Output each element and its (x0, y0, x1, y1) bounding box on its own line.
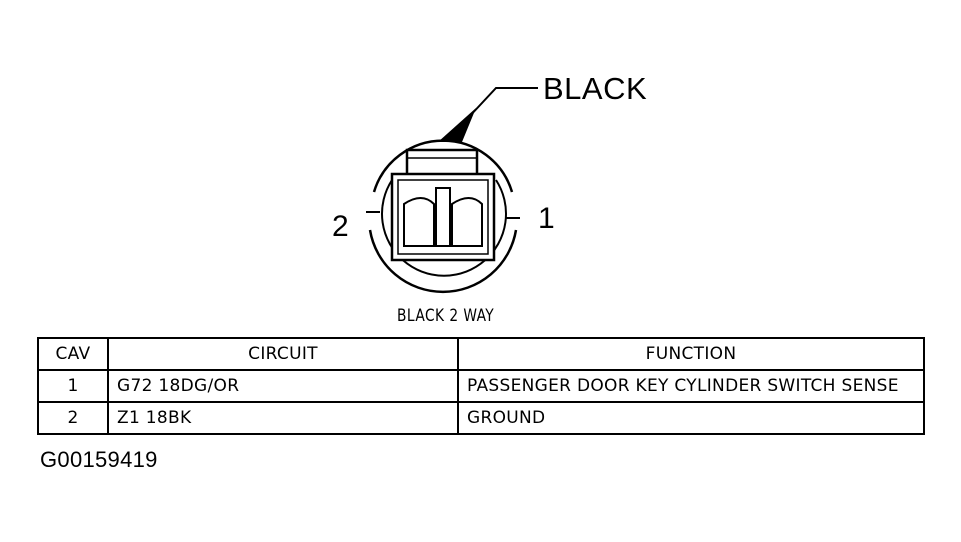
pinout-table: CAV CIRCUIT FUNCTION 1 G72 18DG/OR PASSE… (37, 337, 925, 435)
cell-cav: 1 (37, 369, 109, 403)
figure-id: G00159419 (40, 447, 158, 472)
header-circuit: CIRCUIT (107, 337, 459, 371)
terminal-cavity-2 (403, 197, 435, 247)
callout-leader-line (467, 87, 538, 119)
connector-inner-ring (381, 179, 507, 277)
table-header-row: CAV CIRCUIT FUNCTION (37, 337, 925, 371)
table-row: 1 G72 18DG/OR PASSENGER DOOR KEY CYLINDE… (37, 369, 925, 403)
terminal-cavity-1 (451, 197, 483, 247)
table-row: 2 Z1 18BK GROUND (37, 401, 925, 435)
pin-1-label: 1 (538, 202, 555, 235)
cell-function: PASSENGER DOOR KEY CYLINDER SWITCH SENSE (457, 369, 925, 403)
pin-2-label: 2 (332, 210, 349, 243)
connector-outer-ring-top (372, 139, 514, 193)
callout-arrowhead (438, 108, 476, 142)
header-function: FUNCTION (457, 337, 925, 371)
connector-caption: BLACK 2 WAY (397, 306, 495, 326)
header-cav: CAV (37, 337, 109, 371)
cell-function: GROUND (457, 401, 925, 435)
connector-key (435, 187, 451, 247)
cell-circuit: G72 18DG/OR (107, 369, 459, 403)
connector-latch-tab (405, 148, 479, 178)
cell-cav: 2 (37, 401, 109, 435)
color-callout-label: BLACK (543, 71, 648, 106)
cell-circuit: Z1 18BK (107, 401, 459, 435)
connector-outer-ring-bottom (368, 229, 518, 294)
